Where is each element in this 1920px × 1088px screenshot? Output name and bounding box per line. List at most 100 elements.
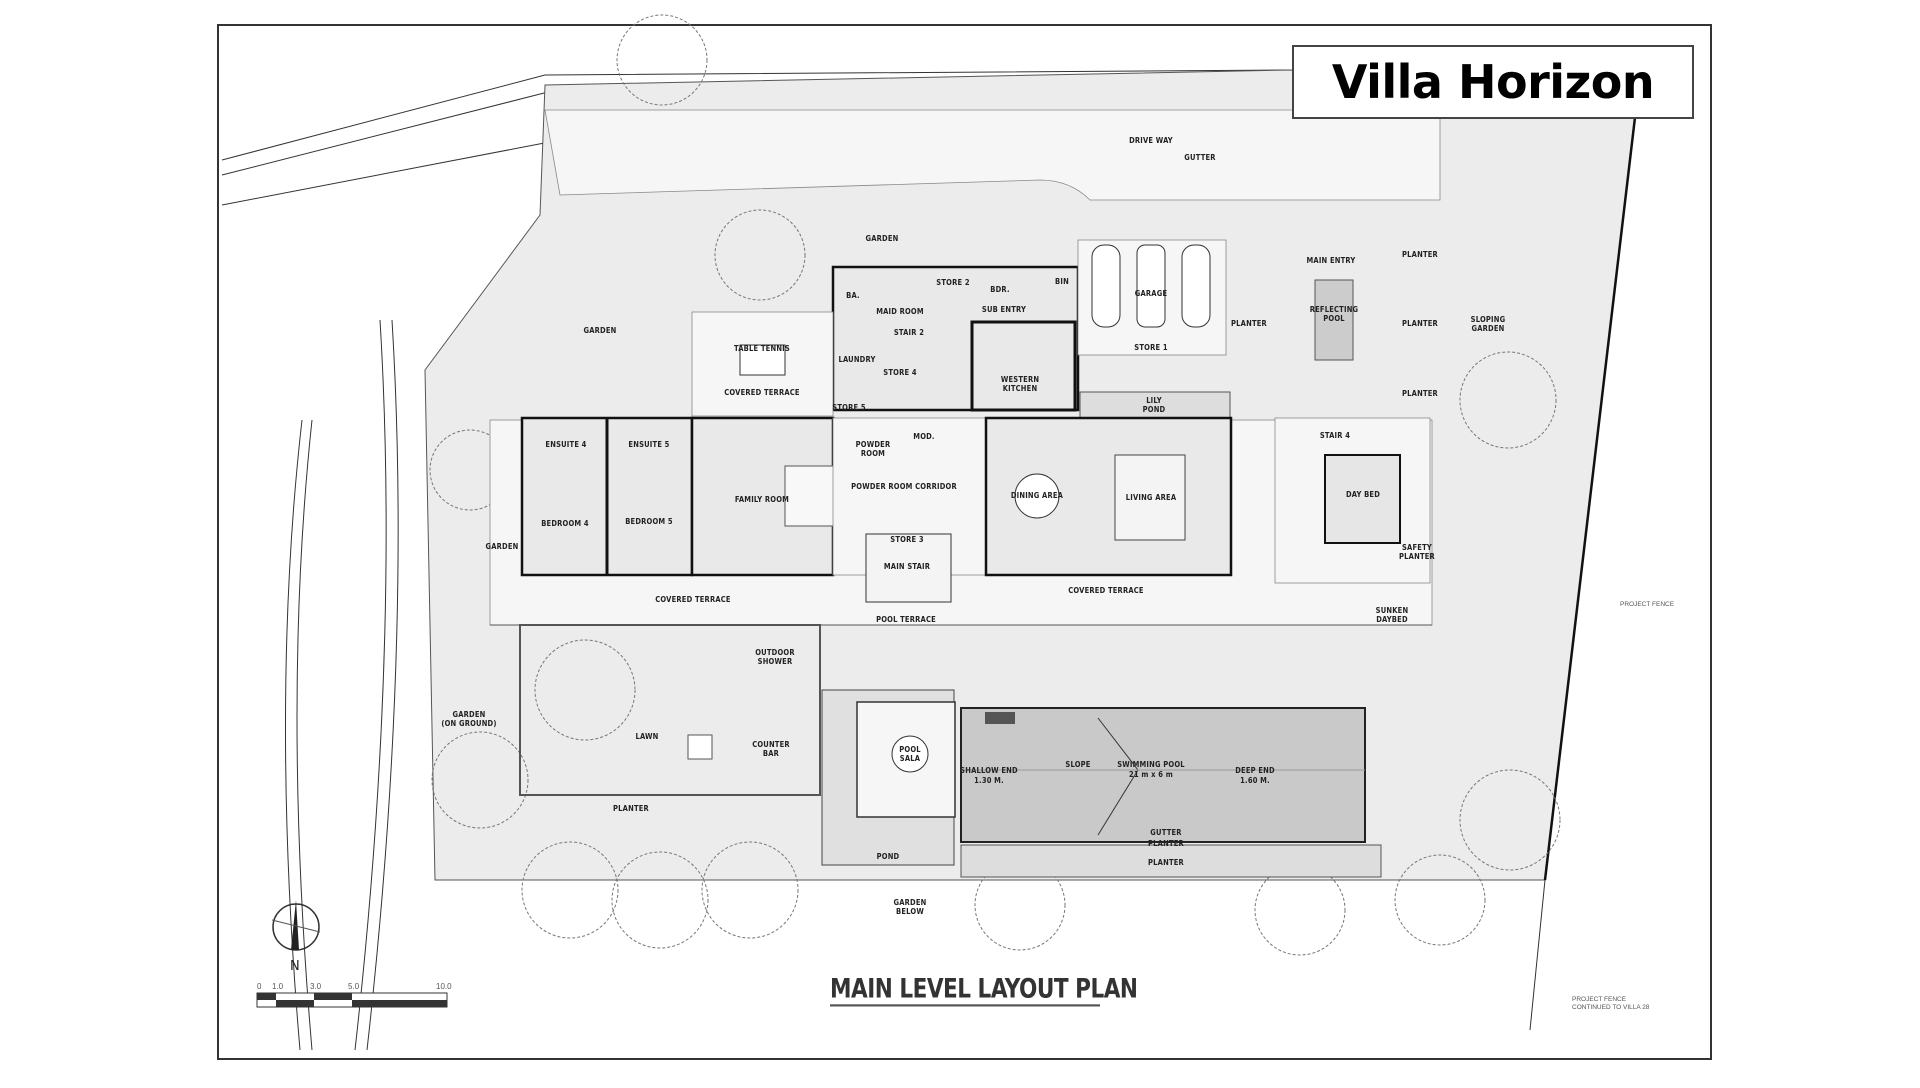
- label-pond: POND: [877, 852, 900, 861]
- label-bedroom4: BEDROOM 4: [541, 519, 589, 528]
- label-garage: GARAGE: [1135, 289, 1168, 298]
- swimming-pool: [960, 707, 1366, 843]
- label-garden-left: GARDEN: [583, 326, 616, 335]
- label-bdr: BDR.: [990, 285, 1009, 294]
- label-project-fence: PROJECT FENCE: [1620, 601, 1675, 608]
- label-western-kitchen-2: KITCHEN: [1003, 384, 1038, 393]
- label-store1: STORE 1: [1134, 343, 1168, 352]
- label-reflecting-pool-2: POOL: [1323, 314, 1345, 323]
- label-sunken-daybed-2: DAYBED: [1376, 615, 1408, 624]
- label-covered-terrace-west: COVERED TERRACE: [655, 595, 731, 604]
- label-lily-pond: LILY: [1146, 396, 1162, 405]
- title-box: Villa Horizon: [1292, 45, 1694, 119]
- label-planter-r1: PLANTER: [1402, 250, 1439, 259]
- label-ensuite4: ENSUITE 4: [545, 440, 586, 449]
- label-planter-r2: PLANTER: [1402, 319, 1439, 328]
- label-sub-entry: SUB ENTRY: [982, 305, 1026, 314]
- label-stair2: STAIR 2: [894, 328, 924, 337]
- label-planter-lawn: PLANTER: [613, 804, 650, 813]
- label-planter-entry: PLANTER: [1231, 319, 1268, 328]
- label-store5: STORE 5: [832, 403, 866, 412]
- project-fence-line: [1543, 74, 1642, 881]
- label-main-entry: MAIN ENTRY: [1307, 256, 1356, 265]
- villa-title: Villa Horizon: [1331, 55, 1655, 109]
- main-house: [489, 416, 1433, 626]
- label-planter-r3: PLANTER: [1402, 389, 1439, 398]
- scale-tick-3: 3.0: [310, 982, 322, 991]
- label-fence-continued: PROJECT FENCE: [1572, 996, 1627, 1003]
- label-powder-room-2: ROOM: [861, 449, 885, 458]
- label-outdoor-shower: OUTDOOR: [755, 648, 795, 657]
- label-planter-pool1: PLANTER: [1148, 839, 1185, 848]
- scale-tick-0: 0: [257, 982, 262, 991]
- label-swimming-pool-size: 21 m x 6 m: [1129, 770, 1173, 779]
- scale-tick-10: 10.0: [436, 982, 452, 991]
- label-fence-continued-2: CONTINUED TO VILLA 28: [1572, 1004, 1650, 1011]
- label-maid-room: MAID ROOM: [876, 307, 924, 316]
- label-garden-ground-2: (ON GROUND): [441, 719, 496, 728]
- garage-cars: [1091, 244, 1211, 328]
- label-deep-end-depth: 1.60 M.: [1240, 776, 1270, 785]
- label-sunken-daybed: SUNKEN: [1376, 606, 1409, 615]
- label-counter-bar: COUNTER: [752, 740, 790, 749]
- label-powder-corridor: POWDER ROOM CORRIDOR: [851, 482, 957, 491]
- label-garden-below-2: BELOW: [896, 907, 924, 916]
- scale-bar: [256, 992, 448, 1008]
- label-stair4: STAIR 4: [1320, 431, 1350, 440]
- label-garden-below: GARDEN: [893, 898, 926, 907]
- plan-labels: DRIVE WAY GUTTER GARDEN GARDEN MAID ROOM…: [441, 136, 1674, 1011]
- lawn-wall: [519, 624, 821, 796]
- label-powder-room: POWDER: [856, 440, 891, 449]
- label-garden-ground: GARDEN: [452, 710, 485, 719]
- label-main-stair: MAIN STAIR: [884, 562, 931, 571]
- plan-heading: MAIN LEVEL LAYOUT PLAN: [830, 974, 1138, 1007]
- label-pool-sala: POOL: [899, 745, 921, 754]
- label-sloping-garden-2: GARDEN: [1471, 324, 1504, 333]
- label-safety-planter: SAFETY: [1402, 543, 1432, 552]
- label-shallow-end-depth: 1.30 M.: [974, 776, 1004, 785]
- label-planter-pool2: PLANTER: [1148, 858, 1185, 867]
- label-deep-end: DEEP END: [1235, 766, 1275, 775]
- label-garden-top: GARDEN: [865, 234, 898, 243]
- north-label: N: [290, 959, 300, 974]
- label-laundry: LAUNDRY: [838, 355, 875, 364]
- driveway: [544, 109, 1441, 201]
- label-covered-terrace-east: COVERED TERRACE: [1068, 586, 1144, 595]
- label-living-area: LIVING AREA: [1126, 493, 1177, 502]
- pool-area: [821, 689, 1382, 878]
- label-dining-area: DINING AREA: [1011, 491, 1064, 500]
- label-reflecting-pool: REFLECTING: [1310, 305, 1359, 314]
- label-lawn: LAWN: [635, 732, 658, 741]
- label-day-bed: DAY BED: [1346, 490, 1380, 499]
- label-garden-side: GARDEN: [485, 542, 518, 551]
- sheet-frame: [217, 24, 1712, 1060]
- lawn-feature: [687, 734, 713, 760]
- label-ba: BA.: [846, 291, 860, 300]
- label-store2: STORE 2: [936, 278, 970, 287]
- label-shallow-end: SHALLOW END: [960, 766, 1018, 775]
- label-swimming-pool: SWIMMING POOL: [1117, 760, 1185, 769]
- label-gutter-top: GUTTER: [1184, 153, 1216, 162]
- label-ensuite5: ENSUITE 5: [628, 440, 669, 449]
- scale-tick-5: 5.0: [348, 982, 360, 991]
- label-lily-pond-2: POND: [1143, 405, 1166, 414]
- label-covered-terrace-upper: COVERED TERRACE: [724, 388, 800, 397]
- label-pool-sala-2: SALA: [900, 754, 921, 763]
- label-slope: SLOPE: [1065, 760, 1090, 769]
- label-sloping-garden: SLOPING: [1471, 315, 1506, 324]
- label-pool-terrace: POOL TERRACE: [876, 615, 936, 624]
- scale-tick-1: 1.0: [272, 982, 284, 991]
- north-arrow-icon: [271, 900, 321, 951]
- label-store3: STORE 3: [890, 535, 924, 544]
- label-bin: BIN: [1055, 277, 1069, 286]
- label-counter-bar-2: BAR: [763, 749, 780, 758]
- trees: [429, 14, 1561, 956]
- label-mod: MOD.: [913, 432, 934, 441]
- label-gutter-pool: GUTTER: [1150, 828, 1182, 837]
- label-store4: STORE 4: [883, 368, 917, 377]
- label-bedroom5: BEDROOM 5: [625, 517, 673, 526]
- label-safety-planter-2: PLANTER: [1399, 552, 1436, 561]
- label-driveway: DRIVE WAY: [1129, 136, 1173, 145]
- label-western-kitchen: WESTERN: [1001, 375, 1040, 384]
